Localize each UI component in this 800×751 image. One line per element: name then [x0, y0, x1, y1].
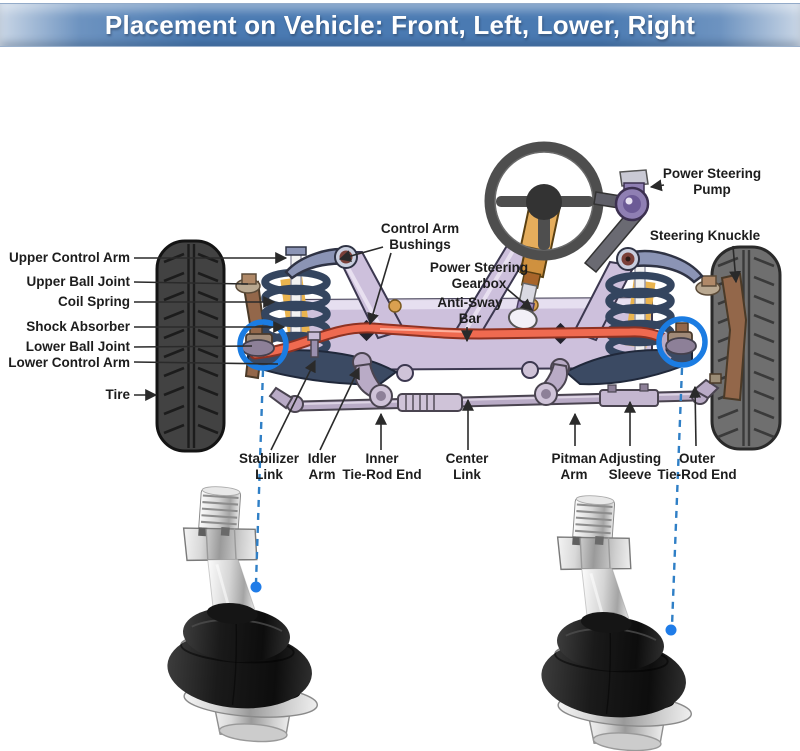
- label-upper-control-arm: Upper Control Arm: [9, 250, 130, 265]
- header-banner: Placement on Vehicle: Front, Left, Lower…: [0, 3, 800, 47]
- stabilizer-link-part: [307, 331, 321, 358]
- lower-ball-joint-left-part: [241, 325, 275, 357]
- label-tire: Tire: [105, 387, 130, 402]
- label-lower-control-arm: Lower Control Arm: [8, 355, 130, 370]
- right-upper-control-arm: [616, 247, 721, 296]
- left-upper-control-arm: [235, 245, 358, 294]
- outer-tie-rod-left-part: [268, 386, 304, 413]
- power-steering-pump: [583, 169, 650, 274]
- steering-linkage: [268, 331, 722, 413]
- steering-wheel: [484, 141, 604, 261]
- label-coil-spring: Coil Spring: [58, 294, 130, 309]
- ball-joint-photo-right: [535, 491, 708, 751]
- label-lower-ball-joint: Lower Ball Joint: [25, 339, 130, 354]
- label-steering-knuckle: Steering Knuckle: [649, 228, 761, 243]
- callout-connectors: [250, 367, 684, 636]
- highlight-circle-right: [656, 316, 708, 368]
- left-coil-spring: [261, 246, 331, 359]
- label-upper-ball-joint: Upper Ball Joint: [26, 274, 130, 289]
- header-title: Placement on Vehicle: Front, Left, Lower…: [104, 10, 696, 40]
- pitman-arm-part: [534, 358, 570, 406]
- ball-joint-photo-left: [161, 482, 334, 747]
- right-lower-control-arm: [564, 349, 693, 386]
- lower-ball-joint-right-part: [665, 322, 697, 355]
- leader-lines: [133, 179, 742, 451]
- highlight-circle-left: [237, 319, 289, 371]
- label-shock-absorber: Shock Absorber: [26, 319, 130, 334]
- anti-sway-bar: [249, 322, 684, 360]
